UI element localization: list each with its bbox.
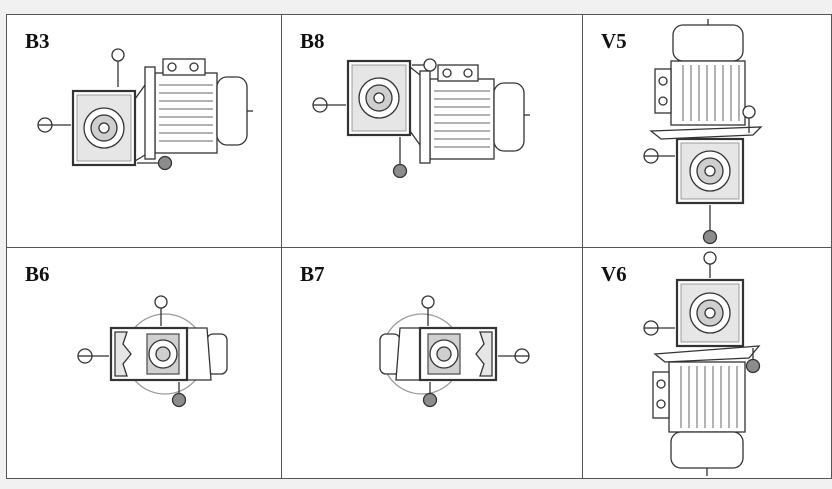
mounting-v6-diagram-icon xyxy=(643,251,761,476)
cell-v6: V6 xyxy=(582,247,832,479)
position-label: V5 xyxy=(601,29,627,53)
cell-v5: V5 xyxy=(582,14,832,248)
mounting-positions-table: B3 xyxy=(6,14,832,479)
cell-b7: B7 xyxy=(281,247,583,479)
position-label: B6 xyxy=(25,262,50,286)
position-label: B3 xyxy=(25,29,50,53)
position-label: B8 xyxy=(300,29,325,53)
position-label: B7 xyxy=(300,262,325,286)
mounting-b6-diagram-icon xyxy=(77,295,228,408)
cell-b3: B3 xyxy=(6,14,282,248)
mounting-b7-diagram-icon xyxy=(379,295,530,408)
mounting-b8-diagram-icon xyxy=(312,58,530,179)
cell-b8: B8 xyxy=(281,14,583,248)
mounting-v5-diagram-icon xyxy=(643,19,763,245)
cell-b6: B6 xyxy=(6,247,282,479)
mounting-b3-diagram-icon xyxy=(37,48,253,171)
position-label: V6 xyxy=(601,262,627,286)
